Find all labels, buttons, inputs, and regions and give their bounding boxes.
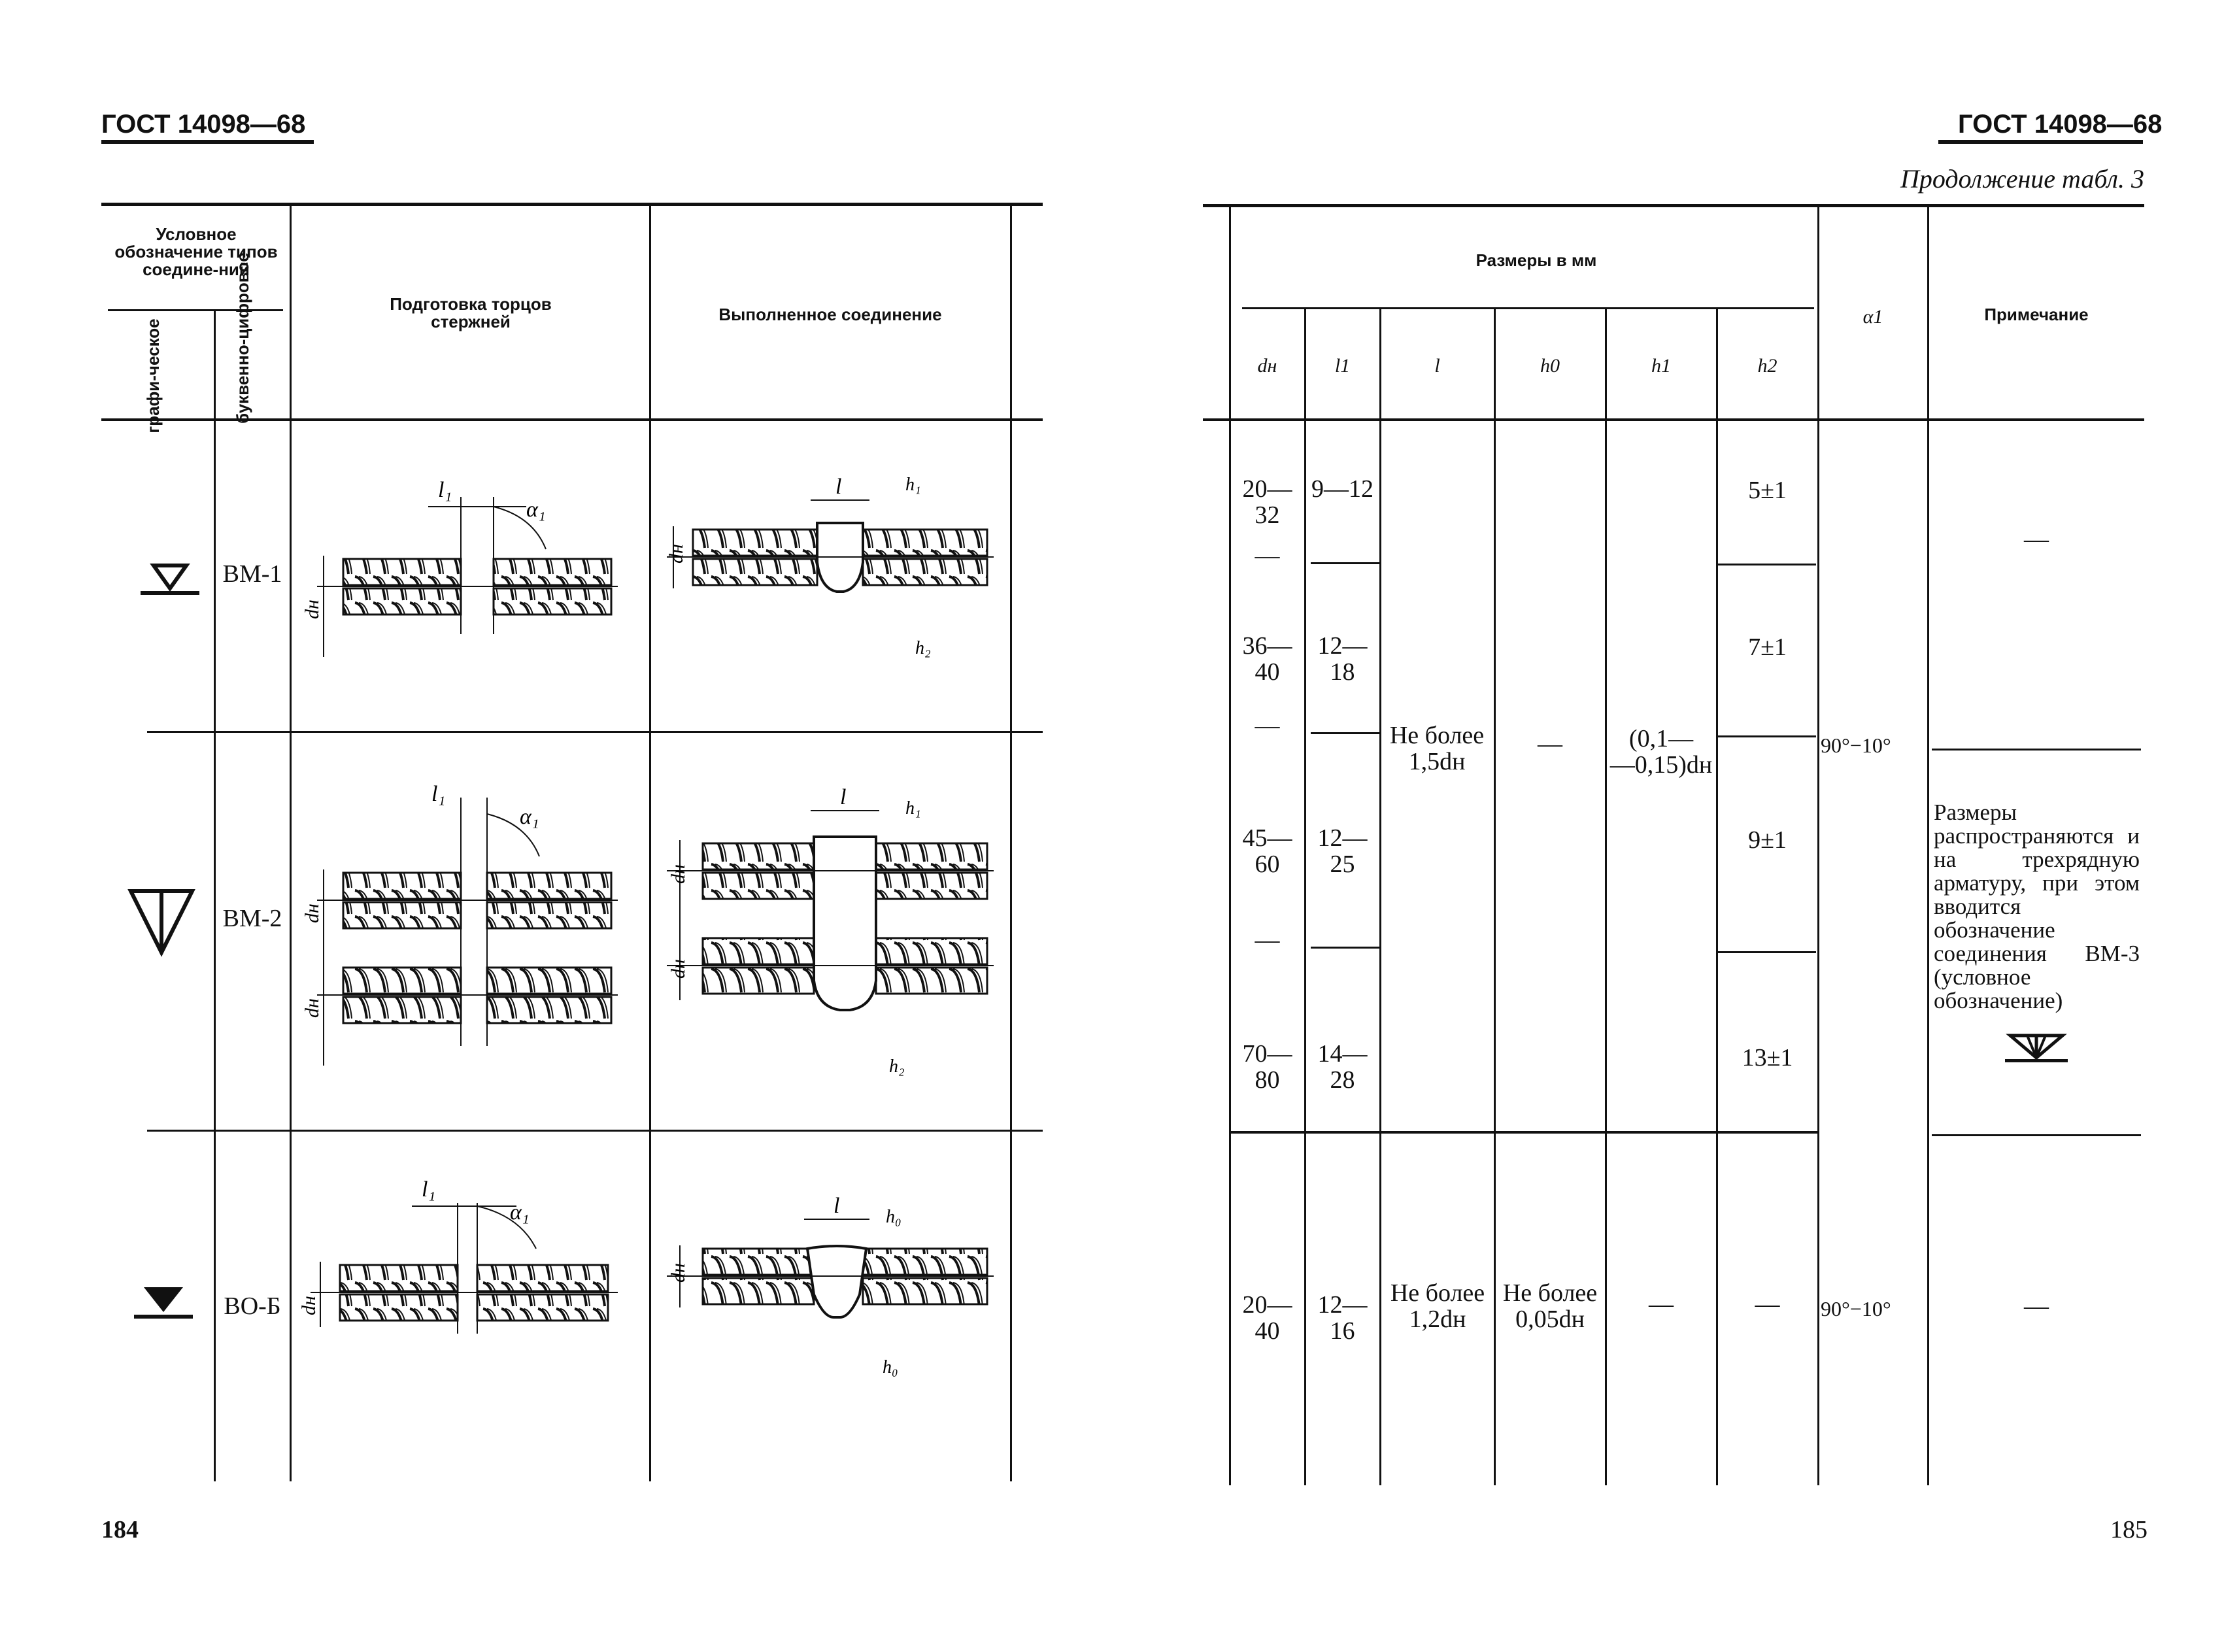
col-alpha-header: α1 xyxy=(1862,306,1883,328)
dn-row2: 36—40 xyxy=(1242,632,1292,686)
svg-text:h₂: h₂ xyxy=(889,1056,905,1077)
l-group1: Не более 1,5dн xyxy=(1389,722,1485,775)
l1-row1: 9—12 xyxy=(1311,475,1373,503)
svg-text:h₂: h₂ xyxy=(915,638,931,658)
svg-text:dн: dн xyxy=(301,599,323,619)
symbol-bm1-icon xyxy=(141,564,199,595)
l1-row3: 12—25 xyxy=(1317,824,1368,878)
row-code-bob: ВО-Б xyxy=(224,1292,281,1320)
svg-text:l₁: l₁ xyxy=(431,784,445,806)
left-page-header: ГОСТ 14098—68 xyxy=(101,110,306,139)
joint-drawing-bob: l h₀ h₀ dн xyxy=(667,1194,994,1377)
row-code-bm1: ВМ-1 xyxy=(222,560,282,588)
dn-row4: 70—80 xyxy=(1242,1040,1292,1094)
h1-group1: (0,1— —0,15)dн xyxy=(1609,725,1713,779)
sizes-header: Размеры в мм xyxy=(1475,250,1597,270)
prep-drawing-bm1: l₁ α₁ dн xyxy=(301,478,618,657)
left-page-number: 184 xyxy=(101,1516,139,1543)
col-dn-header: dн xyxy=(1257,355,1277,377)
h2-row3: 9±1 xyxy=(1748,826,1787,854)
col-h1-header: h1 xyxy=(1651,355,1671,377)
svg-text:l: l xyxy=(835,475,841,499)
svg-text:α₁: α₁ xyxy=(520,805,539,829)
joint-header: Выполненное соединение xyxy=(718,305,942,324)
row-code-bm2: ВМ-2 xyxy=(222,905,282,932)
svg-text:dн: dн xyxy=(666,544,687,564)
dn-row3: 45—60 xyxy=(1242,824,1292,878)
symbol-bm3-icon xyxy=(2005,1034,2068,1062)
note-row1: — xyxy=(2024,526,2049,553)
svg-text:h₀: h₀ xyxy=(883,1357,898,1377)
svg-text:dн: dн xyxy=(301,903,323,923)
note-row2: Размеры распространяются и на трехрядную… xyxy=(1934,800,2140,1013)
joint-drawing-bm1: l h₁ h₂ dн xyxy=(666,475,994,658)
col-h0-header: h0 xyxy=(1540,355,1560,377)
dn-sep2: — xyxy=(1255,712,1280,739)
l-group2: Не более 1,2dн xyxy=(1390,1279,1485,1333)
l1-row2: 12—18 xyxy=(1317,632,1368,686)
svg-text:l: l xyxy=(840,785,846,809)
h0-group1: — xyxy=(1538,730,1562,758)
symbol-bm2-icon xyxy=(127,889,195,957)
h0-group2: Не более 0,05dн xyxy=(1502,1279,1598,1333)
alpha-group1: 90°−10° xyxy=(1821,733,1891,757)
dn-sep3: — xyxy=(1255,926,1280,954)
symbol-bob-icon xyxy=(134,1287,193,1319)
svg-text:dн: dн xyxy=(667,1263,689,1283)
svg-text:l: l xyxy=(834,1194,839,1218)
h2-row1: 5±1 xyxy=(1748,477,1787,504)
continuation-label: Продолжение табл. 3 xyxy=(1900,164,2144,194)
col-l1-header: l1 xyxy=(1334,355,1351,377)
col-h2-header: h2 xyxy=(1757,355,1778,377)
dn-row1: 20—32 xyxy=(1242,475,1292,529)
col-l-header: l xyxy=(1434,355,1440,377)
prep-drawing-bm2: l₁ α₁ dн dн xyxy=(301,784,618,1066)
svg-text:dн: dн xyxy=(667,959,689,979)
h2-group2: — xyxy=(1755,1290,1780,1318)
alpha-group2: 90°−10° xyxy=(1821,1297,1891,1321)
svg-text:dн: dн xyxy=(301,998,323,1018)
right-page-header: ГОСТ 14098—68 xyxy=(1958,110,2163,139)
preparation-header: Подготовка торцов стержней xyxy=(390,294,552,331)
l1-group2: 12—16 xyxy=(1317,1291,1368,1345)
col-note-header: Примечание xyxy=(1984,305,2089,324)
svg-text:h₁: h₁ xyxy=(905,798,921,818)
h2-row4: 13±1 xyxy=(1742,1044,1793,1071)
svg-text:l₁: l₁ xyxy=(422,1177,435,1202)
graphic-header: графи-ческое xyxy=(143,318,163,433)
right-page-number: 185 xyxy=(2110,1516,2148,1543)
svg-text:h₁: h₁ xyxy=(905,475,921,495)
note-group2: — xyxy=(2024,1292,2049,1320)
h2-row2: 7±1 xyxy=(1748,633,1787,661)
h1-group2: — xyxy=(1649,1290,1674,1318)
svg-text:h₀: h₀ xyxy=(886,1207,901,1227)
joint-drawing-bm2: l h₁ h₂ dн dн xyxy=(667,785,994,1077)
alphanumeric-header: буквенно-цифровое xyxy=(233,252,252,424)
dn-sep1: — xyxy=(1255,542,1280,569)
svg-text:l₁: l₁ xyxy=(438,478,452,502)
left-header-underline xyxy=(101,140,314,144)
dn-group2: 20—40 xyxy=(1242,1291,1292,1345)
right-header-underline xyxy=(1938,140,2143,144)
svg-text:α₁: α₁ xyxy=(510,1200,530,1224)
l1-row4: 14—28 xyxy=(1317,1040,1368,1094)
svg-text:α₁: α₁ xyxy=(526,497,546,522)
svg-text:dн: dн xyxy=(667,864,689,884)
designation-header: Условное обозначение типов соедине-ний xyxy=(114,224,278,279)
svg-text:dн: dн xyxy=(298,1296,320,1315)
prep-drawing-bob: l₁ α₁ dн xyxy=(298,1177,618,1334)
